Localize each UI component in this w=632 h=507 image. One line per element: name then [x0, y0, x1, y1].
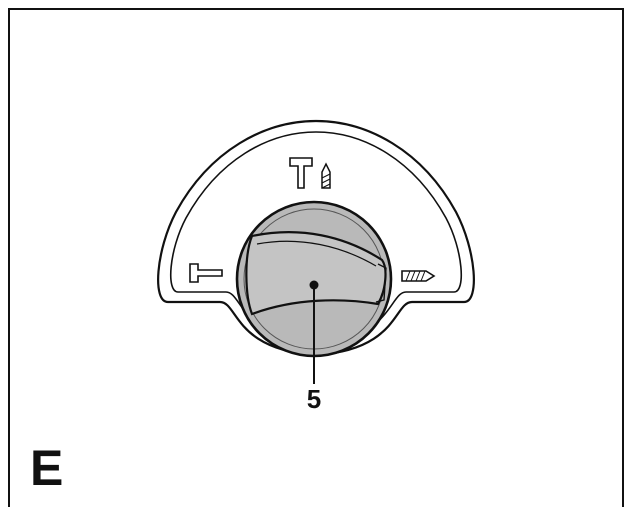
callout-label: 5 [306, 384, 322, 414]
grip-highlight [256, 240, 377, 267]
grip-notch [375, 263, 387, 303]
panel-border [8, 8, 624, 507]
figure-letter: E [30, 440, 64, 496]
drill-bit-icon [401, 270, 436, 282]
chisel-icon [189, 263, 223, 283]
knob-grip [245, 231, 387, 316]
hammer-drill-icon [289, 157, 331, 189]
